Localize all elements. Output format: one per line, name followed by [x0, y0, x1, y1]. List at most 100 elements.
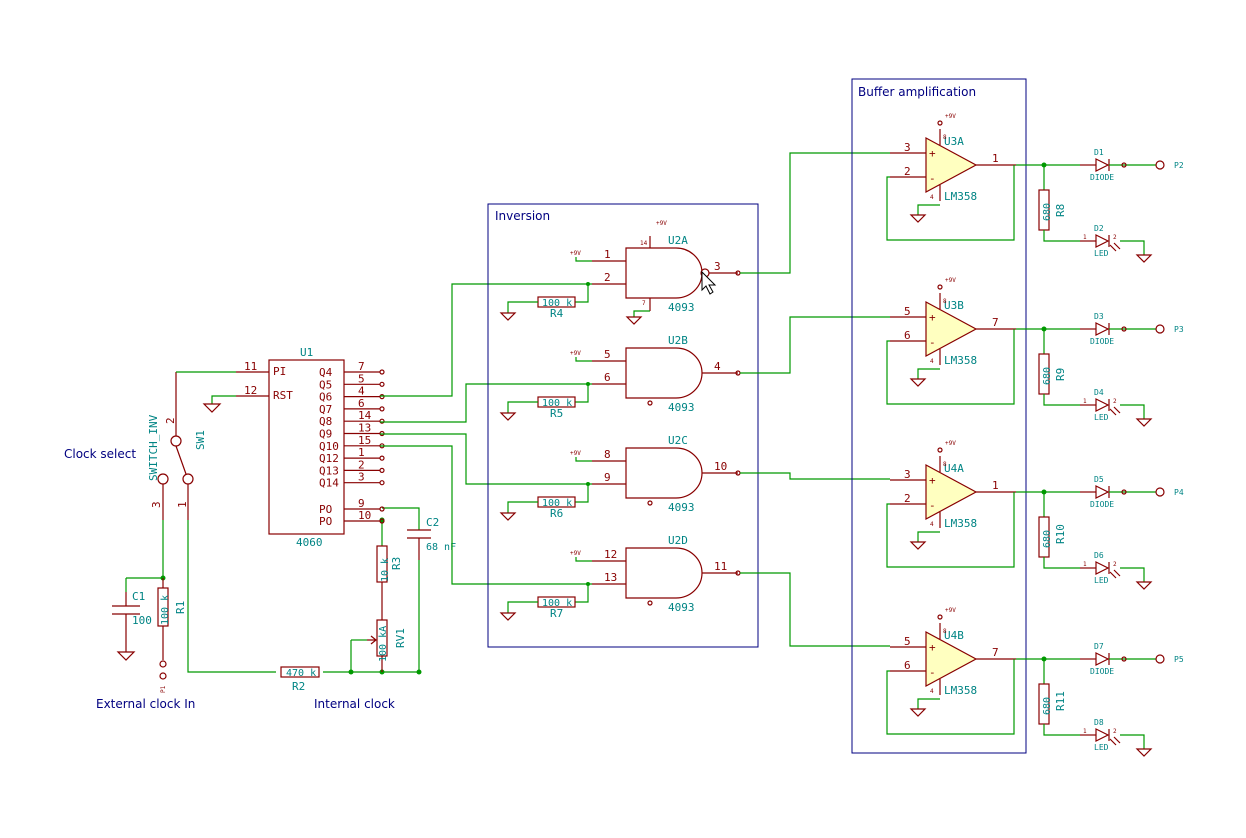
- gate-power-terminal: [647, 400, 653, 406]
- r2-value: 470 k: [286, 668, 316, 679]
- gate-vcc-wire: [575, 257, 592, 262]
- gate-out-pin: 10: [714, 460, 727, 473]
- u1-pin-name: Q5: [319, 378, 332, 391]
- led-r-value: 680: [1042, 530, 1053, 548]
- opamp-minus-pin: 2: [904, 165, 911, 178]
- gate-power-terminal: [647, 600, 653, 606]
- led-r-ref: R10: [1054, 524, 1067, 544]
- u1-pin-name: Q9: [319, 428, 332, 441]
- led-r-ref: R9: [1054, 368, 1067, 381]
- u1-pin12-num: 12: [244, 384, 257, 397]
- opamp-plus-pin: 5: [904, 635, 911, 648]
- switch-sw1[interactable]: 2 3 1 SWITCH_INV SW1: [147, 372, 207, 520]
- opamp-plus-sign: +: [929, 474, 936, 487]
- opamp-vcc-label: +9V: [945, 113, 956, 120]
- gate-ref: U2A: [668, 234, 688, 247]
- gate-r-ref: R6: [550, 507, 563, 520]
- gate-out-pin: 4: [714, 360, 721, 373]
- diode-ref: D1: [1094, 148, 1104, 157]
- opamp-body: [925, 136, 978, 194]
- resistor-r2: 470 k R2: [280, 666, 320, 693]
- led-r-value: 680: [1042, 367, 1053, 385]
- diode-terminal: [1121, 656, 1127, 662]
- ground-icon: [499, 312, 517, 321]
- u1-pin-name: Q4: [319, 366, 333, 379]
- diode-icon: [1095, 322, 1110, 336]
- opamp-vplus-num: 8: [943, 134, 947, 141]
- u1-pin-num: 2: [358, 458, 365, 471]
- gate-pulldown-wire: [575, 584, 589, 603]
- u1-pin-terminal: [379, 455, 385, 461]
- gate-vcc-label: +9V: [570, 250, 581, 257]
- led-r-ref: R8: [1054, 204, 1067, 217]
- wire-gate-to-opamp: [740, 152, 890, 274]
- opamp-vplus-num: 8: [943, 461, 947, 468]
- c2-value: 68 nF: [426, 542, 456, 553]
- u1-pin-name: Q10: [319, 440, 339, 453]
- u1-pin-name: Q8: [319, 415, 332, 428]
- ground-icon: [625, 316, 643, 325]
- rv1-value: 100 kA: [378, 626, 389, 662]
- opamp-vplus-num: 8: [943, 628, 947, 635]
- gate-vdd-num: 14: [640, 240, 648, 247]
- opamp-minus-pin: 2: [904, 492, 911, 505]
- gate-body: [625, 547, 703, 599]
- u1-pin-terminal: [379, 518, 385, 524]
- diode-value: DIODE: [1090, 173, 1114, 182]
- u1-pin-terminal: [379, 406, 385, 412]
- junction-dot: [586, 582, 590, 586]
- led-pin2: 2: [1113, 398, 1117, 405]
- connector-p1[interactable]: P1: [159, 660, 167, 693]
- gate-vss-wire: [633, 310, 650, 317]
- led-icon: [1095, 561, 1110, 575]
- potentiometer-rv1: 100 kA RV1: [367, 616, 407, 672]
- gate-vcc-label: +9V: [570, 450, 581, 457]
- gate-vss-num: 7: [642, 300, 646, 307]
- c1-value: 100: [132, 614, 152, 627]
- gate-gnd-wire: [507, 501, 538, 513]
- gate-in2-pin: 9: [604, 471, 611, 484]
- led-value: LED: [1094, 576, 1109, 585]
- c2-ref: C2: [426, 516, 439, 529]
- u1-pin-name: Q6: [319, 391, 332, 404]
- gate-pulldown-wire: [575, 384, 589, 403]
- port-label: P5: [1174, 655, 1184, 664]
- opamp-body: [925, 300, 978, 358]
- u1-pin-num: 10: [358, 509, 371, 522]
- u1-pin12-name: RST: [273, 389, 293, 402]
- opamp-plus-sign: +: [929, 147, 936, 160]
- ground-icon: [1135, 254, 1153, 263]
- junction-dot: [586, 482, 590, 486]
- diode-terminal: [1121, 162, 1127, 168]
- led-ref: D6: [1094, 551, 1104, 560]
- gate-out-pin: 11: [714, 560, 727, 573]
- u1-pin-num: 7: [358, 360, 365, 373]
- buffer-block: [851, 78, 1027, 754]
- port-terminal: [1155, 654, 1165, 664]
- gate-value: 4093: [668, 501, 695, 514]
- led-rays-icon: [1109, 242, 1121, 252]
- opamp-vminus-num: 4: [930, 358, 934, 365]
- opamp-vminus-num: 4: [930, 521, 934, 528]
- u1-pin-num: 6: [358, 397, 365, 410]
- diode-terminal: [1121, 326, 1127, 332]
- wires-clock: [125, 371, 422, 675]
- diode-terminal: [1121, 489, 1127, 495]
- c1-ref: C1: [132, 590, 145, 603]
- u1-pin-num: 1: [358, 446, 365, 459]
- opamp-body: [925, 630, 978, 688]
- led-gnd-wire: [1120, 734, 1145, 749]
- gate-power-terminal: [647, 500, 653, 506]
- diode-icon: [1095, 485, 1110, 499]
- port-label: P2: [1174, 161, 1184, 170]
- u1-pin-name: PO: [319, 503, 332, 516]
- port-label: P3: [1174, 325, 1184, 334]
- led-pin2: 2: [1113, 728, 1117, 735]
- opamp-ref: U4B: [944, 629, 964, 642]
- wire-gate-to-opamp: [740, 472, 890, 480]
- gate-in1-pin: 5: [604, 348, 611, 361]
- u1-pin11-num: 11: [244, 360, 257, 373]
